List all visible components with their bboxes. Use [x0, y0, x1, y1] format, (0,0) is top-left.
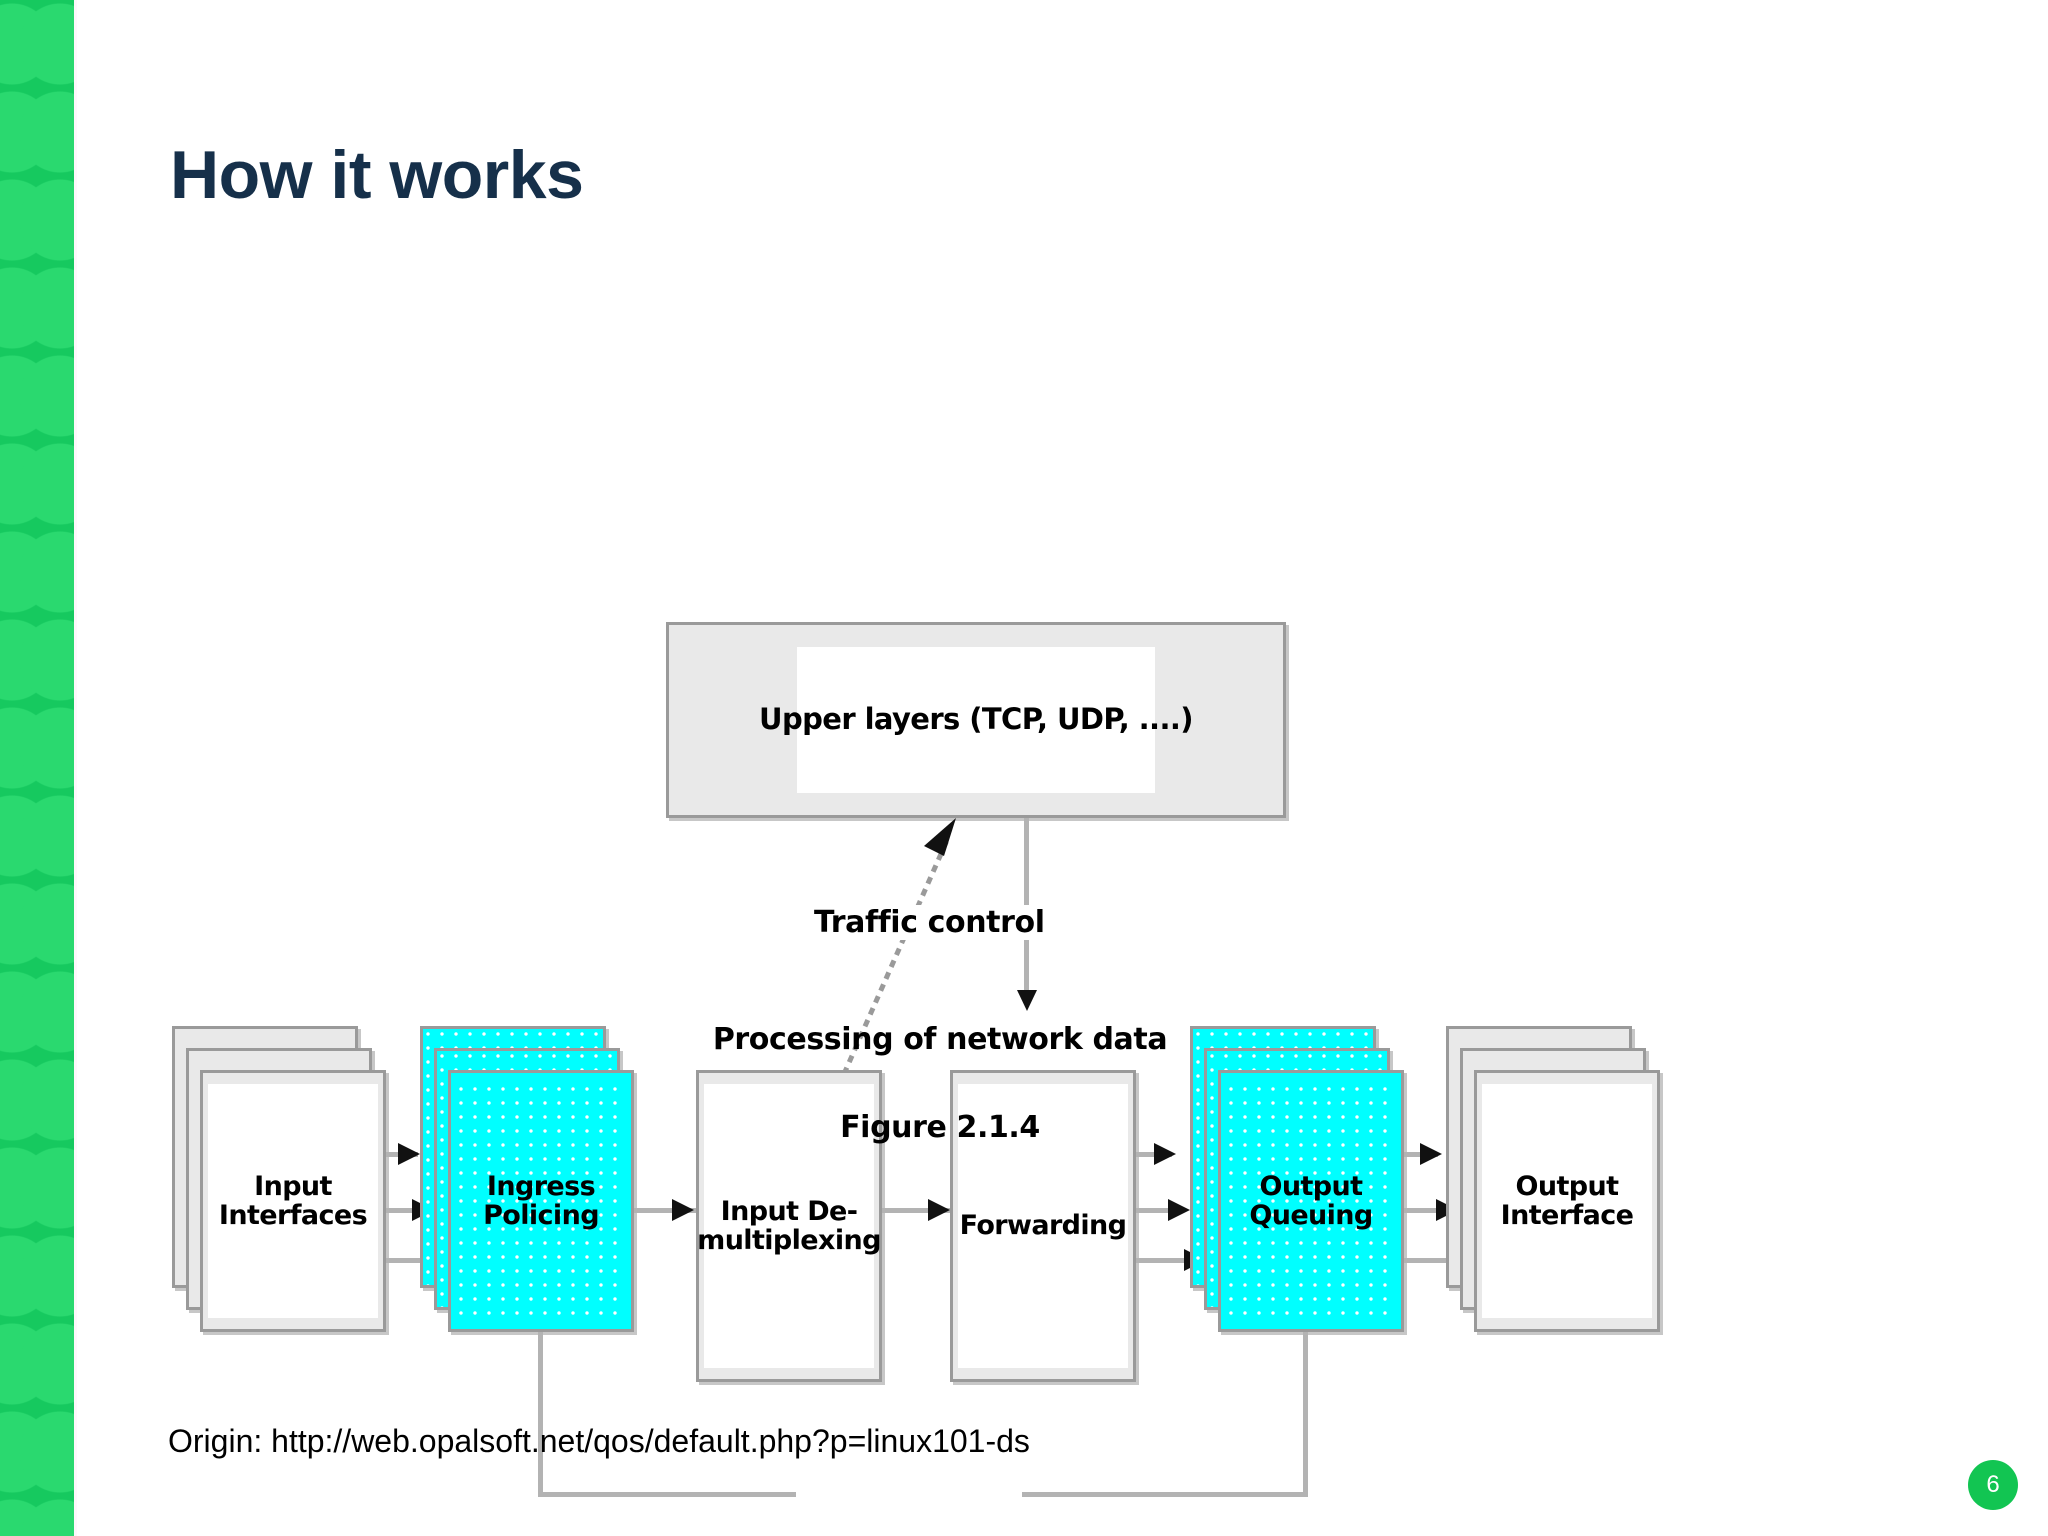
node-upper-layers: Upper layers (TCP, UDP, ....)	[666, 622, 1286, 818]
arrow-demux-to-forwarding	[928, 1199, 950, 1221]
node-input-demultiplexing: Input De- multiplexing	[696, 1070, 882, 1382]
node-ingress-policing-label: Ingress Policing	[456, 1084, 626, 1318]
line-demux-to-forwarding	[882, 1208, 954, 1213]
arrow-outq-to-outif-1	[1420, 1143, 1442, 1165]
origin-source-text: Origin: http://web.opalsoft.net/qos/defa…	[168, 1423, 1030, 1459]
label-line-2: Interface	[1500, 1200, 1634, 1231]
line-outq-to-traffic-control	[1303, 1332, 1308, 1496]
line-fwd-to-outq-2	[1136, 1208, 1184, 1213]
line-ingress-to-demux	[634, 1208, 696, 1213]
figure-caption-number: Figure 2.1.4	[840, 1110, 1040, 1145]
green-band-edge	[74, 0, 77, 1536]
page-number-badge: 6	[1968, 1460, 2018, 1510]
label-line-2: multiplexing	[697, 1225, 881, 1256]
label-line-1: Input	[254, 1170, 332, 1202]
line-outq-to-outif-2	[1404, 1208, 1452, 1213]
label-line-1: Ingress	[486, 1170, 596, 1202]
arrow-ingress-to-demux	[672, 1199, 694, 1221]
node-output-interface: Output Interface	[1474, 1070, 1660, 1332]
label-line-2: Queuing	[1249, 1200, 1373, 1231]
page-title: How it works	[170, 137, 584, 213]
node-upper-layers-label: Upper layers (TCP, UDP, ....)	[759, 647, 1194, 793]
label-line-2: Interfaces	[218, 1200, 368, 1231]
line-outq-to-outif-3	[1404, 1258, 1466, 1263]
arrow-upper-layers-to-forwarding	[1017, 990, 1037, 1011]
line-in-to-ingress-2	[386, 1208, 430, 1213]
node-output-queuing-label: Output Queuing	[1226, 1084, 1396, 1318]
node-input-demultiplexing-label: Input De- multiplexing	[697, 1084, 881, 1368]
label-line-2: Policing	[483, 1200, 599, 1231]
node-input-interfaces: Input Interfaces	[200, 1070, 386, 1332]
label-line-1: Output	[1259, 1170, 1364, 1202]
network-processing-diagram: Upper layers (TCP, UDP, ....) Input Inte…	[150, 580, 1950, 1497]
label-line-1: Forwarding	[959, 1210, 1127, 1242]
arrow-demux-to-upper-layers	[841, 818, 956, 1076]
node-forwarding: Forwarding	[950, 1070, 1136, 1382]
label-line-1: Output	[1515, 1170, 1620, 1202]
line-traffic-control-right	[1022, 1492, 1308, 1497]
node-ingress-policing: Ingress Policing	[448, 1070, 634, 1332]
node-output-interface-label: Output Interface	[1482, 1084, 1652, 1318]
figure-caption-main: Processing of network data	[712, 1022, 1168, 1057]
traffic-control-label: Traffic control	[800, 905, 1059, 940]
line-traffic-control-left	[538, 1492, 796, 1497]
node-input-interfaces-label: Input Interfaces	[208, 1084, 378, 1318]
left-green-band	[0, 0, 74, 1536]
arrow-fwd-to-outq-1	[1154, 1143, 1176, 1165]
line-ingress-to-traffic-control	[538, 1332, 543, 1496]
arrow-in-to-ingress-1	[398, 1143, 420, 1165]
arrow-fwd-to-outq-2	[1168, 1199, 1190, 1221]
label-line-1: Input De-	[720, 1195, 858, 1227]
line-fwd-to-outq-3	[1136, 1258, 1198, 1263]
line-in-to-ingress-3	[386, 1258, 444, 1263]
node-output-queuing: Output Queuing	[1218, 1070, 1404, 1332]
node-forwarding-label: Forwarding	[958, 1084, 1128, 1368]
